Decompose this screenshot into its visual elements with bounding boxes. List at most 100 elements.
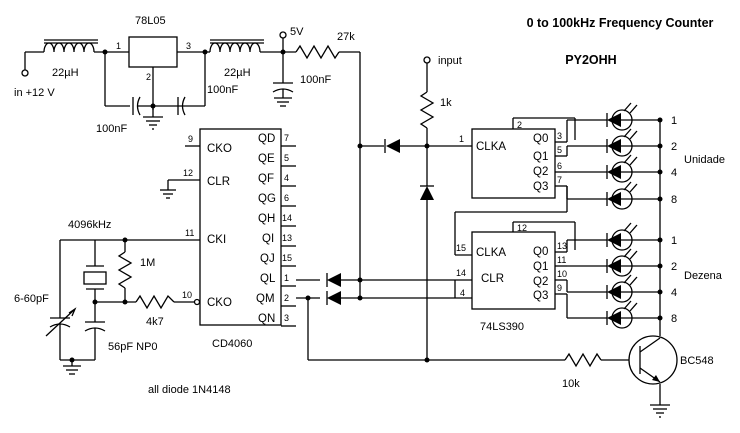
diode-ground <box>420 186 434 200</box>
pin-10: 10 <box>182 290 192 300</box>
pin-3: 3 <box>284 313 289 323</box>
pin-qf-label: QF <box>258 173 274 185</box>
led-units-2 <box>607 139 621 153</box>
transistor-bc548 <box>628 335 678 385</box>
power-supply-section: in +12 V 22µH 78L05 1 3 2 1 <box>14 15 363 283</box>
pin-qd-label: QD <box>258 133 275 145</box>
cd4060-chip <box>199 128 282 326</box>
pin-5: 5 <box>284 153 289 163</box>
led-weight-units-1: 2 <box>671 141 677 153</box>
counter-a-q1: Q1 <box>533 151 548 163</box>
pin-11: 11 <box>185 228 194 238</box>
out-pin-units-3: 7 <box>557 175 562 185</box>
counter-a-pin-2: 2 <box>517 120 522 130</box>
pin-clr-label: CLR <box>207 176 230 188</box>
cap-c-value: 100nF <box>300 74 331 86</box>
counter-b-q1: Q1 <box>533 261 548 273</box>
led-tens-4 <box>607 285 621 299</box>
reg-pin-3: 3 <box>186 41 191 51</box>
resistor-27k <box>295 44 340 60</box>
counter-b-pin-15: 15 <box>456 243 466 253</box>
pin-qg-label: QG <box>258 193 276 205</box>
pin-qm-label: QM <box>256 293 275 305</box>
out-pin-units-1: 5 <box>557 145 562 155</box>
cap-a-value: 100nF <box>96 123 127 135</box>
counter-b-q0: Q0 <box>533 246 548 258</box>
input-label: input <box>438 55 462 67</box>
resistor-1k <box>419 91 435 129</box>
counter-a-q3: Q3 <box>533 181 548 193</box>
input-terminal <box>423 56 431 64</box>
reg-pin-2: 2 <box>146 72 151 82</box>
pin-9: 9 <box>188 134 193 144</box>
r10k-value: 10k <box>562 378 580 390</box>
diode-clamp <box>386 139 400 153</box>
led-weight-tens-0: 1 <box>671 235 677 247</box>
pin-ql-label: QL <box>260 273 276 285</box>
transistor-label: BC548 <box>680 355 714 367</box>
out-pin-tens-0: 13 <box>557 241 567 251</box>
counter-b-pin-12: 12 <box>517 223 527 233</box>
pin-cki-label: CKI <box>207 234 226 246</box>
crystal-freq-label: 4096kHz <box>68 219 111 231</box>
out-pin-tens-2: 10 <box>557 269 567 279</box>
led-tens-1 <box>607 233 621 247</box>
r4k7-value: 4k7 <box>146 316 164 328</box>
74ls390-section: CLKA Q0 Q1 Q2 Q3 1 2 CLKA CLR Q0 Q1 Q2 Q… <box>454 117 576 333</box>
counter-a-q0: Q0 <box>533 133 548 145</box>
r27k-value: 27k <box>337 31 355 43</box>
cap-56pf-value: 56pF NP0 <box>108 341 158 353</box>
resistor-10k <box>564 352 602 368</box>
vcc-label: 5V <box>290 26 304 38</box>
counter-a-q2: Q2 <box>533 166 548 178</box>
diode-qm <box>327 291 341 305</box>
pin-qn-label: QN <box>258 313 275 325</box>
regulator-78l05 <box>128 36 178 68</box>
terminal-5v <box>279 31 287 39</box>
reg-pin-1: 1 <box>116 41 121 51</box>
74ls390-counter-a <box>471 128 556 199</box>
led-weight-units-3: 8 <box>671 194 677 206</box>
out-pin-tens-1: 11 <box>557 255 566 265</box>
led-tens-2 <box>607 259 621 273</box>
counter-b-clka-label: CLKA <box>476 247 506 259</box>
inductor2-value: 22µH <box>224 67 251 79</box>
inductor-22uh-input <box>43 39 98 53</box>
input-terminal-12v <box>21 69 29 77</box>
pin-15: 15 <box>282 253 292 263</box>
led-units-1 <box>607 113 621 127</box>
pin-1: 1 <box>284 273 289 283</box>
inductor-22uh-output <box>209 39 264 53</box>
author-callsign: PY2OHH <box>565 53 616 67</box>
led-weight-tens-2: 4 <box>671 287 677 299</box>
pin-2: 2 <box>284 293 289 303</box>
pin-qe-label: QE <box>258 153 275 165</box>
resistor-1m <box>117 251 133 289</box>
pin-qi-label: QI <box>262 233 274 245</box>
trimmer-value: 6-60pF <box>14 293 49 305</box>
pin-14: 14 <box>282 213 292 223</box>
counter-b-q3: Q3 <box>533 290 548 302</box>
out-pin-units-0: 3 <box>557 131 562 141</box>
counter-b-pin-4: 4 <box>460 288 465 298</box>
group-units-label: Unidade <box>684 154 725 166</box>
pin-qh-label: QH <box>258 213 275 225</box>
diode-ql <box>327 273 341 287</box>
pin-6: 6 <box>284 193 289 203</box>
out-pin-units-2: 6 <box>557 161 562 171</box>
74ls390-counter-b <box>471 231 556 310</box>
led-units-4 <box>607 165 621 179</box>
cd4060-section: CKO CLR CKI CKO QD QE QF QG QH QI QJ QL … <box>60 128 296 350</box>
crystal-4096khz <box>83 271 107 285</box>
counter-a-clka-label: CLKA <box>476 141 506 153</box>
pin-cko-label: CKO <box>207 143 232 155</box>
out-pin-tens-3: 9 <box>557 283 562 293</box>
pin-13: 13 <box>282 233 292 243</box>
pin-qj-label: QJ <box>260 253 275 265</box>
led-weight-tens-3: 8 <box>671 313 677 325</box>
regulator-label: 78L05 <box>135 15 166 27</box>
oscillator-section: 4096kHz 1M 4k7 6-60pF <box>14 219 175 375</box>
